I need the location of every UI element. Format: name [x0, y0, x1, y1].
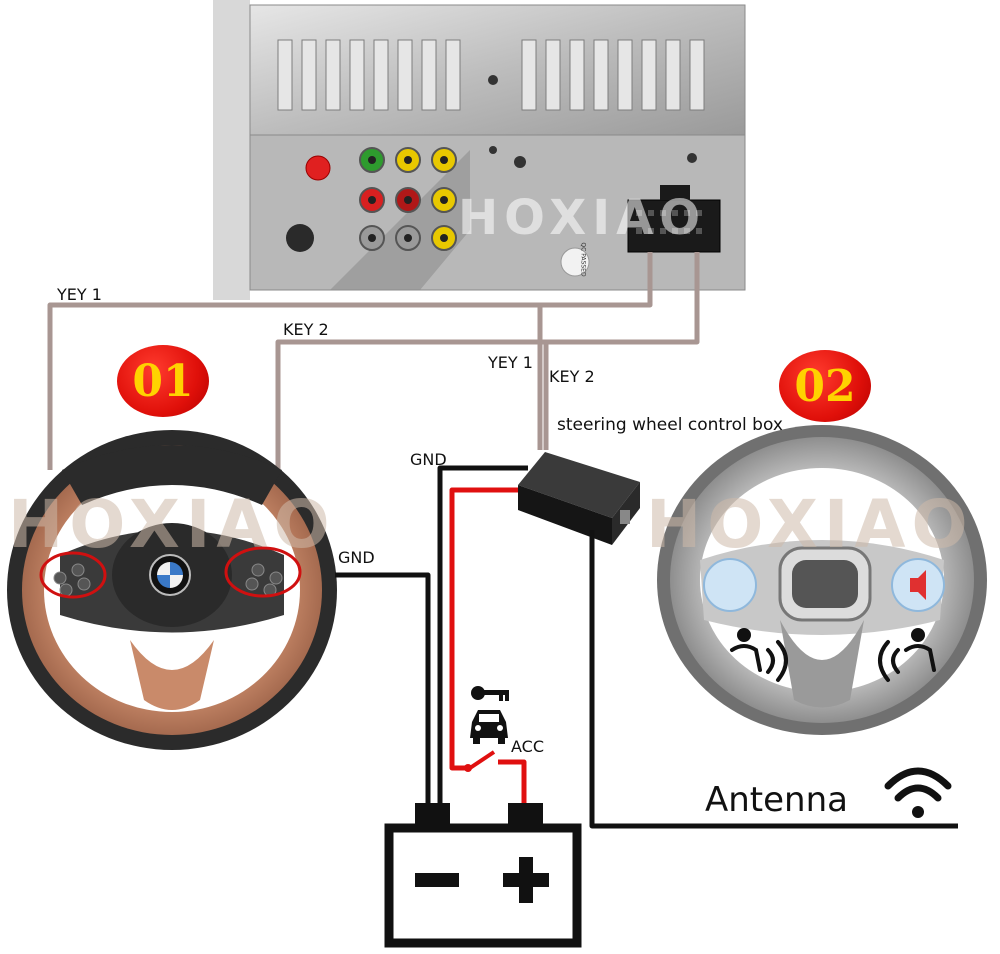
signal-wires [47, 252, 700, 470]
label-key2-box: KEY 2 [549, 367, 595, 386]
label-antenna: Antenna [705, 780, 848, 820]
black-wires [335, 465, 958, 829]
watermark-right: HOXIAO [646, 486, 974, 563]
acc-switch [464, 764, 472, 772]
badge-01: 01 [117, 345, 209, 417]
red-wire [449, 487, 527, 805]
ignition-key-icon [471, 686, 509, 701]
badge-02: 02 [779, 350, 871, 422]
label-key2-top: KEY 2 [283, 320, 329, 339]
label-yey1-top: YEY 1 [57, 285, 102, 304]
steering-wheel-01 [7, 430, 337, 750]
control-box [518, 452, 640, 545]
label-control-box: steering wheel control box [557, 415, 783, 435]
steering-wheel-02 [657, 425, 987, 735]
touch-icon [730, 628, 936, 682]
battery-icon [384, 803, 582, 948]
label-gnd-box: GND [410, 450, 447, 469]
watermark-left: HOXIAO [8, 486, 336, 563]
car-icon [470, 710, 508, 744]
head-unit [213, 0, 746, 300]
label-acc: ACC [511, 737, 545, 756]
wifi-signal-icon [884, 767, 952, 818]
label-gnd-wheel: GND [338, 548, 375, 567]
qc-sticker-label: QC PASSED [579, 242, 587, 277]
label-yey1-box: YEY 1 [488, 353, 533, 372]
watermark-unit: HOXIAO [458, 190, 707, 246]
